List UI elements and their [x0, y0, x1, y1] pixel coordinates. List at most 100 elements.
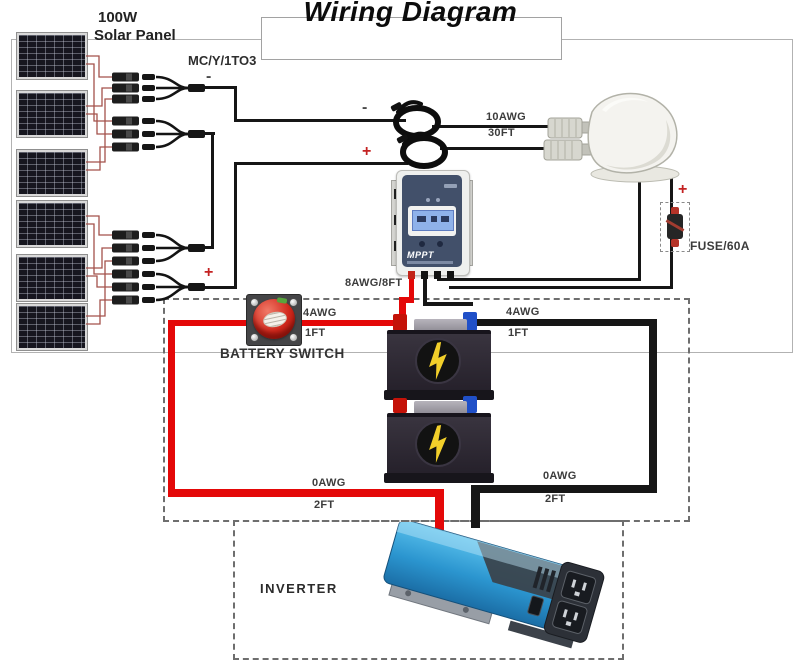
branch-connector-label: MC/Y/1TO3 [188, 53, 257, 68]
label-inv-gauge-right: 0AWG [543, 470, 577, 482]
switch-knob [253, 297, 295, 339]
wire-pv-neg-b [234, 86, 237, 122]
wire-pv-pos-b [234, 164, 237, 289]
label-pv-gauge: 10AWG [486, 111, 527, 123]
cable-entry-gland-icon [543, 92, 680, 183]
mppt-label: MPPT [407, 250, 435, 260]
page-title: Wiring Diagram [303, 0, 518, 27]
title-box [261, 17, 562, 60]
label-inv-length-left: 2FT [314, 499, 335, 511]
mppt-brand-mark [444, 184, 457, 188]
wire-controller-batt-pos-b [399, 297, 414, 303]
label-batt-length-left: 1FT [305, 327, 326, 339]
inverter-label: INVERTER [260, 581, 338, 596]
mppt-panel: MPPT [402, 175, 462, 267]
wire-switch-left [168, 320, 249, 326]
wire-battery-neg-drop [649, 319, 657, 491]
wire-inverter-neg-drop [471, 485, 480, 528]
polarity-minus-run: - [362, 99, 368, 116]
wire-pv-pos-d [440, 147, 552, 150]
wire-series-link-b [211, 132, 214, 248]
wire-pv-pos-a [199, 286, 237, 289]
battery-switch-label: BATTERY SWITCH [220, 346, 345, 361]
cable-coil-icons [390, 100, 448, 169]
mppt-controller: MPPT [391, 170, 473, 279]
wire-controller-batt-neg-a [423, 274, 427, 305]
solar-power-label: 100W [98, 9, 138, 26]
wire-battery-neg-run [477, 319, 654, 326]
mppt-terminal-3 [447, 271, 454, 279]
wire-pv-pos-c [234, 162, 408, 165]
inverter-outlet-1 [560, 570, 597, 605]
wire-inverter-pos-run [168, 489, 444, 497]
mppt-display [408, 206, 456, 236]
solar-panel-6 [16, 303, 88, 351]
mppt-button-2 [437, 241, 443, 247]
wire-pv-neg-d [432, 125, 554, 128]
label-batt-gauge-right: 4AWG [506, 306, 540, 318]
inverter-device [383, 522, 605, 649]
wire-series-link-c [203, 246, 214, 249]
wire-controller-batt-pos-a [409, 274, 414, 301]
battery-bolt-icon [415, 421, 461, 467]
mppt-button-1 [419, 241, 425, 247]
battery-cap [414, 401, 467, 414]
mppt-terminal-pos [408, 271, 415, 279]
wire-controller-pv-neg [437, 278, 641, 281]
solar-panel-4 [16, 200, 88, 248]
wire-inverter-neg-run [471, 485, 657, 493]
polarity-minus-array: - [206, 68, 212, 85]
battery-terminal-pos [393, 314, 407, 331]
mppt-lcd [412, 210, 454, 231]
solar-type-label: Solar Panel [94, 27, 176, 44]
solar-cells [19, 35, 85, 77]
fuse-cap-bottom [671, 239, 679, 247]
polarity-plus-array: + [204, 264, 214, 281]
wire-controller-pv-pos [449, 286, 673, 289]
wire-roof-drop-left [638, 172, 641, 281]
battery-bolt-icon [415, 338, 461, 384]
switch-indicator-tab [276, 297, 288, 304]
panel-lead-wires [86, 55, 112, 325]
wire-series-link-a [203, 132, 215, 135]
battery-1 [384, 312, 494, 400]
wire-pv-neg-a [203, 86, 237, 89]
mppt-terminal-1 [421, 271, 428, 279]
fuse-holder [660, 202, 690, 252]
mc4-connector-icons [112, 72, 205, 305]
label-inv-length-right: 2FT [545, 493, 566, 505]
label-pv-length: 30FT [488, 127, 515, 139]
solar-cells [19, 152, 85, 194]
wire-controller-batt-pos-c [399, 301, 406, 318]
polarity-plus-fuse: + [678, 181, 688, 198]
mc4-branch-connectors [112, 72, 205, 305]
battery-cap [414, 319, 467, 332]
label-fuse: FUSE/60A [690, 239, 750, 253]
polarity-plus-run: + [362, 143, 372, 160]
inverter-switch [527, 595, 544, 617]
solar-cells [19, 306, 85, 348]
solar-panel-3 [16, 149, 88, 197]
wire-controller-batt-neg-b [423, 302, 473, 306]
solar-panel-1 [16, 32, 88, 80]
wire-switch-right [298, 320, 402, 326]
battery-base [384, 473, 494, 483]
inverter-section-box [233, 520, 624, 660]
label-batt-length-right: 1FT [508, 327, 529, 339]
mppt-subtitle-bar [407, 261, 453, 264]
wire-pos-left-drop [168, 320, 175, 495]
battery-switch [246, 294, 302, 346]
label-batt-gauge-left: 4AWG [303, 307, 337, 319]
mppt-terminal-2 [434, 271, 441, 279]
inverter-outlet-2 [552, 600, 588, 634]
wire-pv-neg-c [234, 119, 406, 122]
label-inv-gauge-left: 0AWG [312, 477, 346, 489]
battery-2 [384, 395, 494, 484]
battery-terminal-pos [393, 398, 407, 413]
solar-cells [19, 203, 85, 245]
label-controller-run: 8AWG/8FT [345, 277, 403, 289]
battery-base [384, 390, 494, 400]
solar-cells [19, 93, 85, 135]
switch-knob-plate [261, 309, 289, 330]
